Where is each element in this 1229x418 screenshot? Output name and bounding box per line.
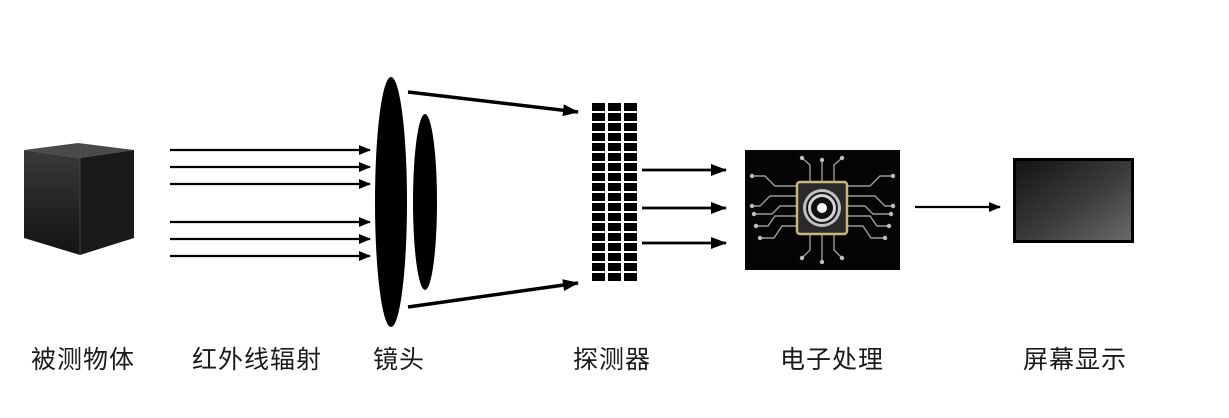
detector-pixel — [592, 203, 605, 211]
detector-output-arrows — [642, 164, 727, 249]
detector-pixel — [624, 183, 637, 191]
detector-pixel — [624, 143, 637, 151]
detector-pixel — [624, 153, 637, 161]
detector-pixel — [608, 223, 621, 231]
detector-pixel — [592, 253, 605, 261]
detector-pixel — [624, 273, 637, 281]
detector-pixel — [608, 133, 621, 141]
detector-pixel — [592, 173, 605, 181]
detector-pixel — [608, 263, 621, 271]
monitor-screen-icon — [1013, 158, 1134, 243]
detector-pixel — [624, 233, 637, 241]
detector-pixel — [592, 123, 605, 131]
detector-pixel — [608, 183, 621, 191]
detector-pixel — [608, 153, 621, 161]
detector-pixel — [624, 263, 637, 271]
detector-pixel — [592, 193, 605, 201]
detector-pixel — [592, 233, 605, 241]
detector-pixel — [592, 153, 605, 161]
radiation-arrows — [170, 145, 371, 261]
label-detector: 探测器 — [572, 345, 652, 374]
pixel-grid-icon — [592, 103, 637, 281]
detector-pixel — [592, 243, 605, 251]
detector-pixel — [624, 253, 637, 261]
detector-pixel — [624, 113, 637, 121]
detector-pixel — [592, 163, 605, 171]
detector-pixel — [592, 223, 605, 231]
label-display: 屏幕显示 — [1022, 345, 1128, 374]
detector-pixel — [592, 143, 605, 151]
detector-pixel — [592, 133, 605, 141]
detector-pixel — [608, 243, 621, 251]
double-lens-icon — [375, 77, 437, 327]
detector-pixel — [608, 163, 621, 171]
detector-pixel — [608, 213, 621, 221]
detector-pixel — [624, 123, 637, 131]
detector-pixel — [624, 103, 637, 111]
detector-pixel — [592, 273, 605, 281]
focus-arrow — [407, 90, 579, 117]
focus-arrows — [407, 90, 579, 309]
detector-pixel — [608, 103, 621, 111]
detector-pixel — [608, 203, 621, 211]
label-processing: 电子处理 — [779, 345, 885, 374]
label-radiation: 红外线辐射 — [191, 345, 323, 374]
detector-pixel — [624, 193, 637, 201]
detector-pixel — [624, 163, 637, 171]
detector-pixel — [624, 133, 637, 141]
circuit-chip-icon — [745, 150, 900, 270]
detector-pixel — [624, 223, 637, 231]
detector-pixel — [608, 173, 621, 181]
detector-pixel — [592, 213, 605, 221]
detector-pixel — [608, 113, 621, 121]
detector-pixel — [608, 233, 621, 241]
detector-pixel — [608, 123, 621, 131]
detector-pixel — [592, 263, 605, 271]
focus-arrow — [407, 279, 579, 309]
detector-pixel — [608, 143, 621, 151]
detector-pixel — [624, 213, 637, 221]
detector-pixel — [592, 113, 605, 121]
detector-pixel — [592, 103, 605, 111]
detector-pixel — [624, 173, 637, 181]
detector-pixel — [608, 193, 621, 201]
label-object: 被测物体 — [30, 345, 136, 374]
detector-pixel — [608, 253, 621, 261]
detector-pixel — [592, 183, 605, 191]
detector-pixel — [624, 203, 637, 211]
cube-icon — [24, 143, 134, 255]
detector-pixel — [624, 243, 637, 251]
detector-pixel — [608, 273, 621, 281]
label-lens: 镜头 — [372, 345, 426, 374]
